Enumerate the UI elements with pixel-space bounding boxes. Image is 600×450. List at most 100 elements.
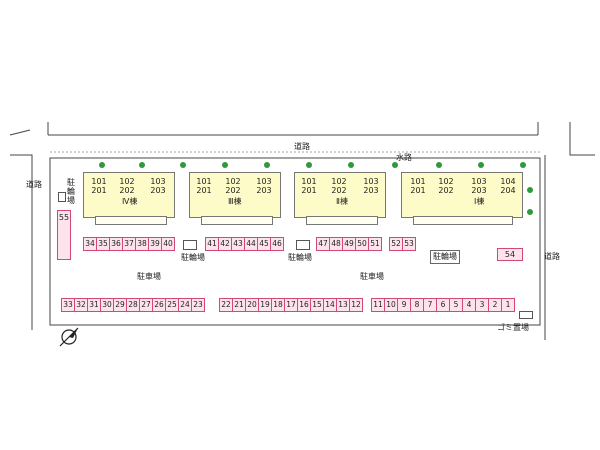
- unit-label: 104: [500, 177, 516, 186]
- unit-label: 201: [91, 186, 107, 195]
- parking-space: 27: [139, 298, 153, 312]
- parking-space: 43: [231, 237, 245, 251]
- parking-space: 1: [501, 298, 515, 312]
- building-2: [294, 172, 386, 218]
- parking-space: 41: [205, 237, 219, 251]
- building-name: Ⅲ棟: [228, 197, 242, 206]
- tree-icon: [392, 162, 398, 168]
- parking-space: 13: [336, 298, 350, 312]
- parking-space: 18: [271, 298, 285, 312]
- building-name: Ⅱ棟: [336, 197, 348, 206]
- parking-space: 44: [244, 237, 258, 251]
- unit-label: 201: [196, 186, 212, 195]
- parking-area-label: 駐車場: [137, 272, 161, 281]
- parking-space: 21: [232, 298, 246, 312]
- parking-space: 24: [178, 298, 192, 312]
- parking-space: 51: [368, 237, 382, 251]
- parking-area-label: 駐車場: [360, 272, 384, 281]
- parking-space: 38: [135, 237, 149, 251]
- tree-icon: [478, 162, 484, 168]
- building-name: Ⅳ棟: [122, 197, 138, 206]
- parking-space: 37: [122, 237, 136, 251]
- parking-space: 10: [384, 298, 398, 312]
- parking-space: 32: [74, 298, 88, 312]
- parking-space: 28: [126, 298, 140, 312]
- building-1-porch: [413, 216, 513, 225]
- parking-space: 14: [323, 298, 337, 312]
- building-4-porch: [95, 216, 167, 225]
- bike-parking-label: 駐輪場: [288, 253, 312, 262]
- parking-space: 36: [109, 237, 123, 251]
- tree-icon: [139, 162, 145, 168]
- parking-space: 46: [270, 237, 284, 251]
- parking-row-upper-d: 52 53: [389, 237, 416, 251]
- road-left-label: 道路: [26, 180, 42, 189]
- parking-space: 4: [462, 298, 476, 312]
- parking-space-54: 54: [497, 248, 523, 261]
- waterway-label: 水路: [396, 153, 412, 162]
- tree-icon: [180, 162, 186, 168]
- parking-space: 3: [475, 298, 489, 312]
- parking-space: 29: [113, 298, 127, 312]
- garbage-area-label: ゴミ置場: [497, 323, 529, 332]
- garbage-area-icon: [519, 311, 533, 319]
- unit-label: 203: [256, 186, 272, 195]
- north-arrow-icon: [59, 327, 79, 347]
- unit-label: 101: [410, 177, 426, 186]
- bike-parking-left-icon: [58, 192, 66, 202]
- parking-space: 53: [402, 237, 416, 251]
- parking-row-lower-c: 11 10 9 8 7 6 5 4 3 2 1: [371, 298, 515, 312]
- parking-space: 33: [61, 298, 75, 312]
- unit-label: 202: [119, 186, 135, 195]
- building-4: [83, 172, 175, 218]
- unit-label: 102: [119, 177, 135, 186]
- parking-row-upper-b: 41 42 43 44 45 46: [205, 237, 284, 251]
- unit-label: 202: [331, 186, 347, 195]
- parking-row-upper-c: 47 48 49 50 51: [316, 237, 382, 251]
- parking-space: 22: [219, 298, 233, 312]
- parking-space: 25: [165, 298, 179, 312]
- bike-parking-label: 駐輪場: [181, 253, 205, 262]
- unit-label: 102: [331, 177, 347, 186]
- parking-space: 31: [87, 298, 101, 312]
- tree-icon: [527, 209, 533, 215]
- tree-icon: [306, 162, 312, 168]
- parking-space: 9: [397, 298, 411, 312]
- unit-label: 202: [438, 186, 454, 195]
- building-3-porch: [201, 216, 273, 225]
- bike-parking-icon: [183, 240, 197, 250]
- unit-label: 203: [363, 186, 379, 195]
- parking-space: 16: [297, 298, 311, 312]
- building-2-porch: [306, 216, 378, 225]
- parking-space: 47: [316, 237, 330, 251]
- road-top-label: 道路: [294, 142, 310, 151]
- unit-label: 103: [150, 177, 166, 186]
- parking-space-55: 55: [57, 210, 71, 260]
- parking-space: 34: [83, 237, 97, 251]
- tree-icon: [527, 187, 533, 193]
- parking-space: 42: [218, 237, 232, 251]
- parking-space: 45: [257, 237, 271, 251]
- unit-label: 101: [196, 177, 212, 186]
- parking-space: 11: [371, 298, 385, 312]
- unit-label: 103: [363, 177, 379, 186]
- unit-label: 103: [256, 177, 272, 186]
- tree-icon: [436, 162, 442, 168]
- parking-row-lower-b: 22 21 20 19 18 17 16 15 14 13 12: [219, 298, 363, 312]
- parking-space: 2: [488, 298, 502, 312]
- parking-space: 7: [423, 298, 437, 312]
- parking-space: 49: [342, 237, 356, 251]
- parking-row-lower-a: 33 32 31 30 29 28 27 26 25 24 23: [61, 298, 205, 312]
- parking-space: 23: [191, 298, 205, 312]
- parking-space: 40: [161, 237, 175, 251]
- tree-icon: [99, 162, 105, 168]
- parking-space: 15: [310, 298, 324, 312]
- tree-icon: [264, 162, 270, 168]
- parking-space: 12: [349, 298, 363, 312]
- parking-space: 52: [389, 237, 403, 251]
- bike-parking-icon: [296, 240, 310, 250]
- unit-label: 101: [301, 177, 317, 186]
- bike-parking-left-label: 駐輪場: [67, 178, 75, 205]
